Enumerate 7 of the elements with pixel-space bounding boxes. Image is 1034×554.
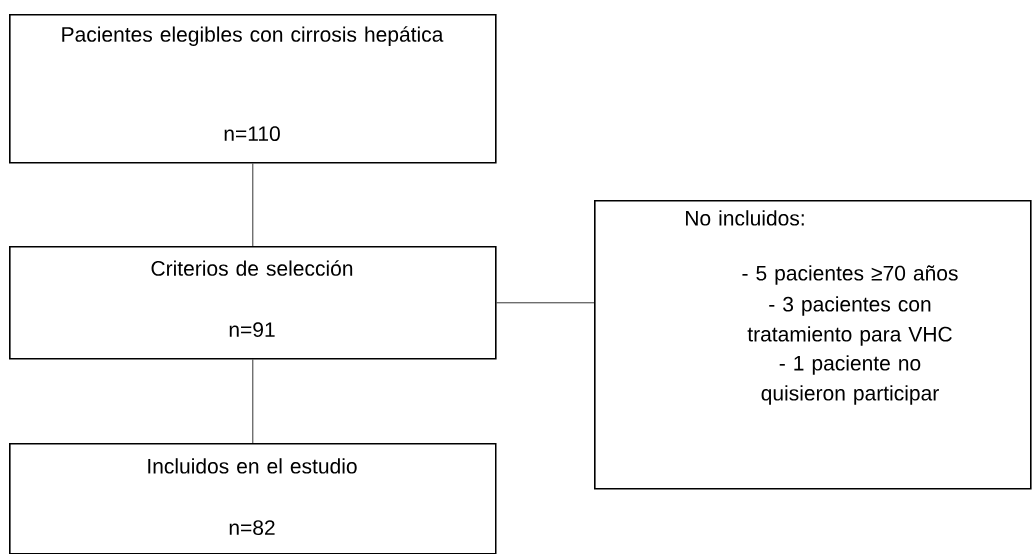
process-box: Incluidos en el estudio n=82 <box>9 443 497 554</box>
connector-line <box>496 302 595 304</box>
process-box: Criterios de selección n=91 <box>9 246 497 360</box>
connector-line <box>252 163 254 247</box>
connector-line <box>252 359 254 444</box>
process-box: No incluidos: - 5 pacientes ≥70 años - 3 pacientes con tratamiento para VHC - 1 paciente no quisieron participar <box>594 200 1032 490</box>
process-box: Pacientes elegibles con cirrosis hepática n=110 <box>9 14 497 164</box>
